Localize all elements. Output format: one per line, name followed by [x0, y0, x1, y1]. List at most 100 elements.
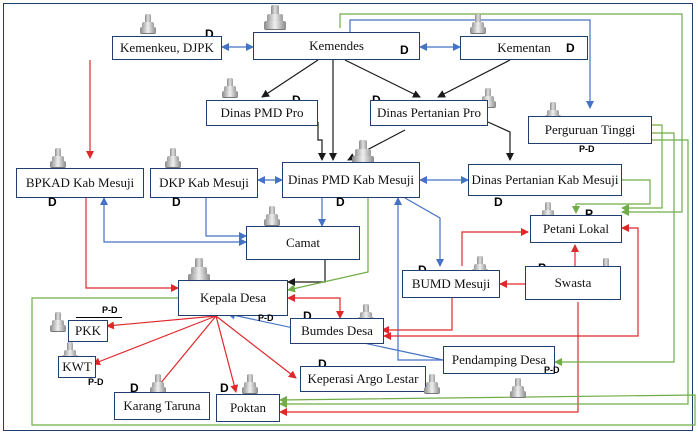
stamp-icon: [424, 374, 440, 394]
node-label: Keperasi Argo Lestar: [307, 371, 419, 386]
edge-kepaladesa-poktan: [215, 315, 239, 393]
stamp-icon: [165, 148, 181, 168]
node-label: Dinas PMD Pro: [220, 105, 304, 120]
edge-kemendes-perguruantinggi: [349, 19, 594, 109]
node-label: Karang Taruna: [123, 398, 201, 413]
edge-kemendes-dinaspertanianpro: [344, 59, 421, 98]
edge-perguruantinggi-pendamping: [554, 132, 675, 366]
edge-dinaspmdkab-bumd: [404, 197, 444, 267]
node-label: Kemenkeu, DJPK: [120, 40, 214, 55]
node-dinas-pmd-kab[interactable]: Dinas PMD Kab Mesuji: [282, 162, 420, 198]
diagram-frame: [3, 3, 693, 431]
node-bumd[interactable]: BUMD Mesuji: [402, 270, 500, 298]
edge-kepaladesa-bumdes: [287, 294, 344, 319]
edge-dinaspertanianpro-dinaspertaniankab: [487, 121, 514, 161]
node-tag-dinaspertaniankab: D: [494, 195, 503, 209]
node-karang-taruna[interactable]: Karang Taruna: [114, 392, 210, 420]
edge-kepaladesa-koperasi: [215, 315, 297, 379]
node-tag-dinaspmdkab: D: [336, 195, 345, 209]
stamp-icon: [50, 148, 66, 168]
stamp-icon: [242, 374, 258, 394]
node-tag-bumdes: D: [303, 309, 312, 323]
node-tag-dkp: D: [172, 195, 181, 209]
node-label: Dinas Pertanian Pro: [377, 105, 481, 120]
node-pkk[interactable]: PKK: [68, 320, 108, 342]
node-petani-lokal[interactable]: Petani Lokal: [530, 215, 622, 243]
node-label: Bumdes Desa: [301, 323, 373, 338]
node-label: Kementan: [497, 40, 551, 55]
edge-kepaladesa-kwt: [92, 315, 217, 366]
node-dinas-pertanian-kab[interactable]: Dinas Pertanian Kab Mesuji: [468, 164, 622, 196]
edge-dinaspmdpro-dinaspmdkab: [317, 122, 326, 161]
node-tag-kemenkeu: D: [205, 27, 214, 41]
tag-underline: [76, 317, 122, 318]
edge-kepaladesa-pkk: [106, 315, 217, 330]
edge-kemendes-dinaspmdpro: [261, 59, 319, 98]
node-pendamping-desa[interactable]: Pendamping Desa: [443, 346, 555, 374]
node-bumdes-desa[interactable]: Bumdes Desa: [290, 318, 384, 344]
stamp-icon: [264, 206, 280, 226]
edge-loop-poktan: [31, 297, 696, 426]
node-tag-perguruantinggi: P-D: [579, 144, 595, 154]
node-perguruan-tinggi[interactable]: Perguruan Tinggi: [528, 116, 652, 144]
node-swasta[interactable]: Swasta: [525, 266, 621, 300]
node-tag-pkk: P-D: [102, 305, 118, 315]
node-label: Camat: [286, 235, 320, 250]
node-label: Pendamping Desa: [451, 352, 547, 367]
node-kementan[interactable]: Kementan: [460, 36, 588, 60]
node-tag-poktan: D: [220, 381, 229, 395]
node-tag-kemendes: D: [400, 43, 409, 57]
node-label: PKK: [74, 323, 101, 338]
edge-dinaspertaniankab-petanilokal: [572, 179, 651, 214]
edge-frame-top-petanilokal: [339, 13, 683, 216]
node-kepala-desa[interactable]: Kepala Desa: [178, 280, 288, 316]
edge-bpkad-camat: [100, 197, 247, 246]
edge-camat-kepaladesa: [287, 260, 326, 286]
node-dinas-pertanian-pro[interactable]: Dinas Pertanian Pro: [370, 100, 488, 126]
node-tag-kementan: D: [566, 41, 575, 55]
edge-dkp-camat: [205, 198, 247, 240]
stamp-icon: [480, 88, 496, 108]
node-tag-bpkad: D: [48, 195, 57, 209]
stamp-icon: [470, 14, 486, 34]
edge-bpkad-kepaladesa: [85, 198, 179, 292]
edge-perguruantinggi-poktan: [279, 139, 689, 408]
node-label: Dinas Pertanian Kab Mesuji: [471, 172, 619, 187]
stamp-icon: [50, 312, 66, 332]
stamp-icon: [264, 5, 286, 31]
node-tag-pendamping-d: D: [318, 357, 327, 371]
edge-kepaladesa-karangtaruna: [154, 315, 217, 391]
node-label: Poktan: [229, 400, 267, 415]
edge-kementan-dinaspertanianpro: [437, 59, 511, 98]
edge-bumdes-swasta: [383, 224, 639, 340]
node-label: Kemendes: [309, 38, 364, 53]
node-label: Dinas PMD Kab Mesuji: [287, 172, 415, 187]
node-dkp[interactable]: DKP Kab Mesuji: [150, 168, 258, 198]
node-camat[interactable]: Camat: [246, 226, 360, 260]
node-koperasi[interactable]: Keperasi Argo Lestar: [300, 366, 426, 392]
node-tag-kwt: P-D: [88, 377, 104, 387]
node-tag-karangtaruna: D: [130, 381, 139, 395]
node-kemendes[interactable]: Kemendes: [253, 32, 420, 60]
node-dinas-pmd-pro[interactable]: Dinas PMD Pro: [206, 100, 318, 126]
edge-dinaspmdkab-kepaladesa: [287, 198, 369, 293]
node-poktan[interactable]: Poktan: [216, 394, 280, 422]
node-label: Swasta: [554, 275, 592, 290]
node-tag-petanilokal: P: [585, 207, 594, 221]
node-bpkad[interactable]: BPKAD Kab Mesuji: [16, 168, 144, 198]
node-label: Perguruan Tinggi: [544, 122, 636, 137]
node-label: KWT: [62, 359, 92, 374]
node-kwt[interactable]: KWT: [58, 356, 96, 378]
node-label: Petani Lokal: [542, 221, 610, 236]
node-label: Kepala Desa: [199, 290, 267, 305]
node-kemenkeu[interactable]: Kemenkeu, DJPK: [112, 36, 222, 60]
node-tag-kepaladesa: P-D: [258, 313, 274, 323]
stamp-icon: [150, 374, 166, 394]
stamp-icon: [222, 78, 238, 98]
node-label: BUMD Mesuji: [411, 276, 491, 291]
stamp-icon: [510, 378, 526, 398]
stamp-icon: [140, 14, 156, 34]
node-label: BPKAD Kab Mesuji: [25, 175, 135, 190]
